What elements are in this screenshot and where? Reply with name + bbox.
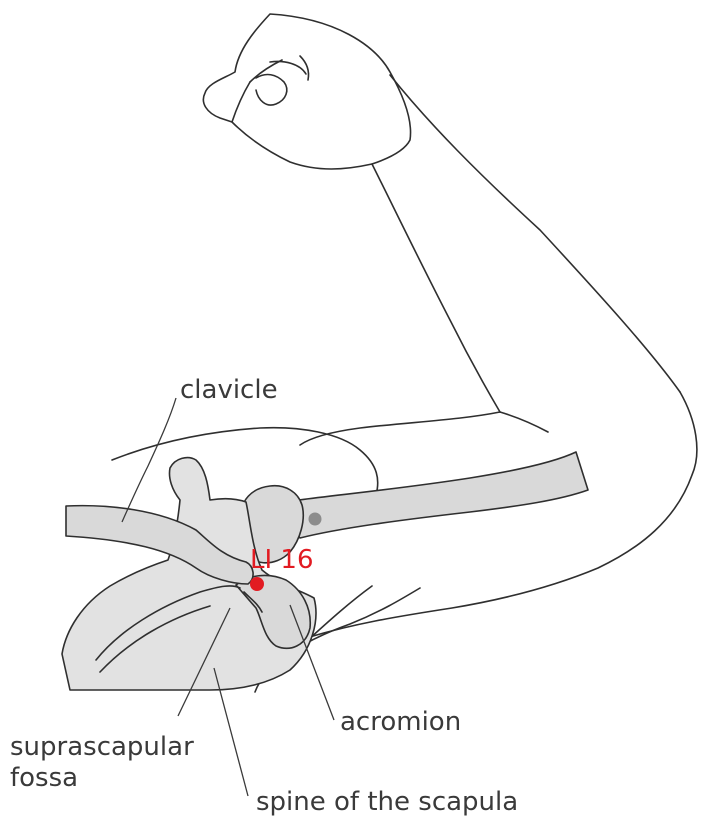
finger-crease-2 (250, 60, 282, 82)
fist-outline (203, 14, 410, 169)
thumb-outline (256, 75, 287, 106)
clavicle-label: clavicle (180, 375, 278, 405)
bicep-outline (300, 412, 500, 445)
suprascapular-label-line2: fossa (10, 763, 78, 793)
suprascapular-label-line1: suprascapular (10, 732, 194, 762)
li16-label: LI 16 (250, 545, 314, 575)
secondary-point (309, 513, 322, 526)
acromion-label: acromion (340, 707, 461, 737)
bicep-contour (500, 412, 548, 432)
li16-point (250, 577, 264, 591)
forearm-inner (372, 164, 500, 412)
spine-label: spine of the scapula (256, 787, 518, 817)
deltoid-contour (308, 586, 372, 640)
shoulder-top (112, 428, 378, 495)
bones (62, 452, 588, 690)
clavicle-leader (122, 398, 176, 522)
finger-crease-1 (232, 82, 250, 122)
forearm-outer (390, 75, 680, 392)
